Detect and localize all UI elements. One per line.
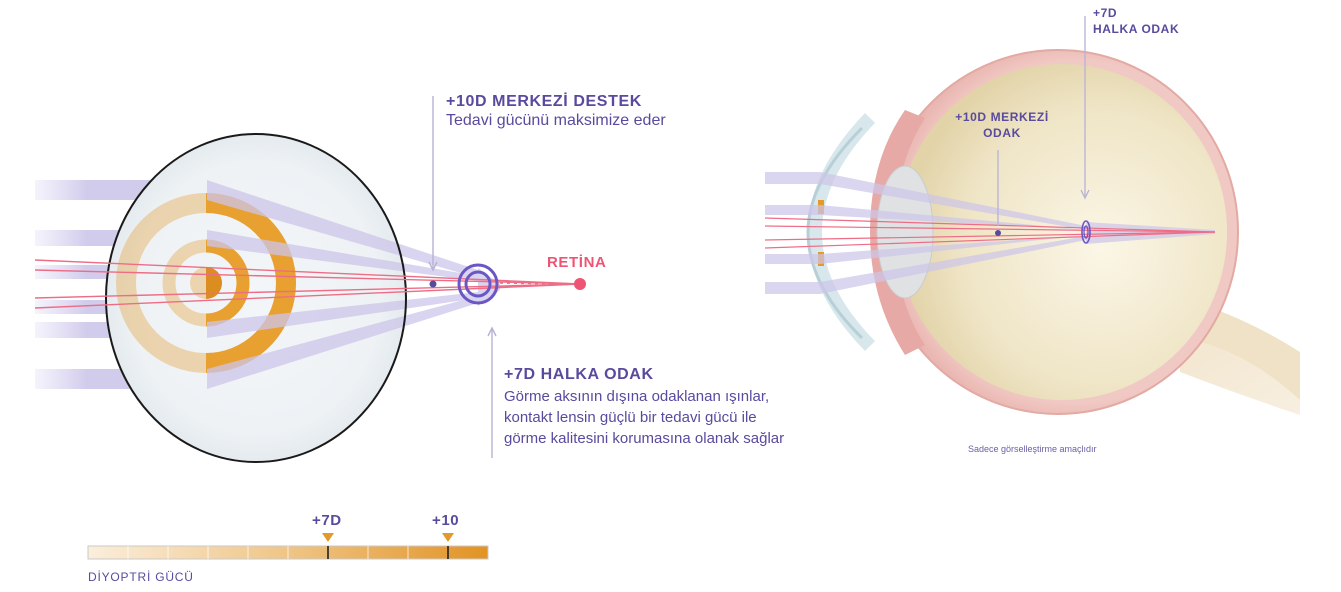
- retina-label: RETİNA: [547, 254, 607, 271]
- ring-desc-line: kontakt lensin güçlü bir tedavi gücü ile: [504, 409, 757, 426]
- ring-focus-title: +7D HALKA ODAK: [504, 366, 654, 383]
- center-focus-dot: [429, 280, 437, 288]
- marker-10-arrow: [442, 533, 454, 542]
- eye-center-line: ODAK: [983, 126, 1021, 140]
- dioptre-scale: [87, 533, 489, 560]
- eye-center-focus-label: +10D MERKEZİ ODAK: [950, 109, 1054, 141]
- eye-ring-line: HALKA ODAK: [1093, 22, 1180, 36]
- eye-center-line: +10D MERKEZİ: [955, 110, 1049, 124]
- ring-focus-marker: [457, 263, 499, 305]
- eye-cross-section: [806, 49, 1300, 415]
- eye-center-focus-dot: [995, 230, 1001, 236]
- eye-ring-focus: [1081, 220, 1091, 244]
- eye-axis-rays: [764, 217, 1216, 249]
- converging-beams: [207, 180, 500, 389]
- eye-contact-lens: [806, 126, 864, 340]
- eye-ring-focus-label: +7D HALKA ODAK: [1093, 5, 1179, 37]
- disclaimer: Sadece görselleştirme amaçlıdır: [968, 444, 1097, 454]
- scale-marker-7-label: +7D: [312, 512, 342, 529]
- retina-dot: [574, 278, 586, 290]
- cornea: [807, 113, 876, 351]
- scale-marker-10-label: +10: [432, 512, 460, 529]
- leader-lines: [428, 96, 497, 458]
- iris: [870, 110, 925, 355]
- ring-focus-desc: Görme aksının dışına odaklanan ışınlar, …: [504, 386, 784, 449]
- eye-ring-line: +7D: [1093, 6, 1118, 20]
- vitreous-body: [897, 64, 1227, 400]
- ring-desc-line: Görme aksının dışına odaklanan ışınlar,: [504, 388, 770, 405]
- marker-7-arrow: [322, 533, 334, 542]
- ring-desc-line: görme kalitesini korumasına olanak sağla…: [504, 430, 785, 447]
- inner-ring: [206, 239, 250, 327]
- center-support-desc: Tedavi gücünü maksimize eder: [446, 112, 666, 129]
- optic-nerve: [1180, 335, 1300, 415]
- lens-rings: [116, 193, 296, 373]
- scale-title: DİYOPTRİ GÜCÜ: [88, 570, 194, 584]
- lens-outline: [105, 133, 407, 463]
- eye-leader-lines: [997, 16, 1090, 226]
- outer-treatment-ring: [206, 193, 296, 373]
- center-support-title: +10D MERKEZİ DESTEK: [446, 93, 642, 110]
